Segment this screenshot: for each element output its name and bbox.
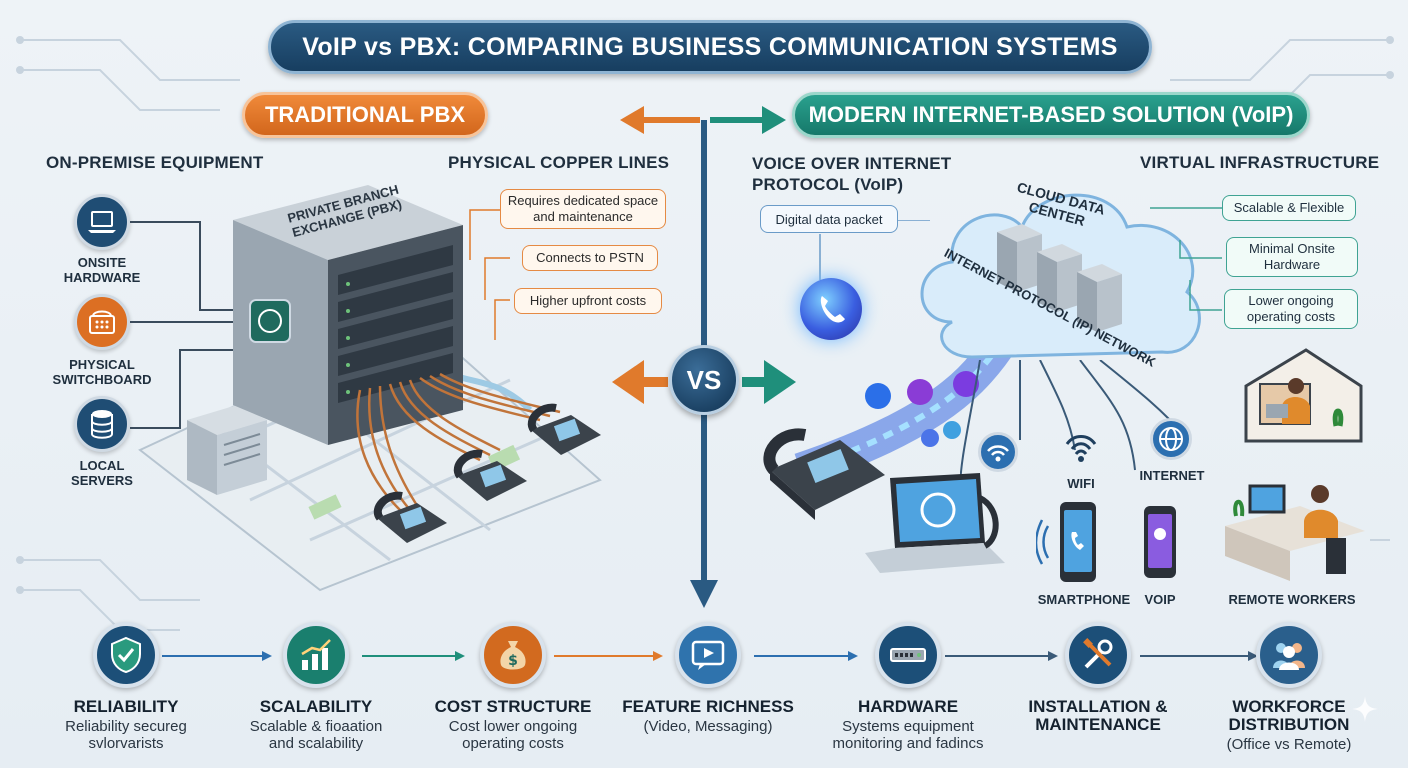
workforce-title: WORKFORCE DISTRIBUTION (1228, 697, 1350, 734)
phone-handset-icon (820, 296, 845, 323)
traditional-pbx-pill: TRADITIONAL PBX (242, 92, 488, 138)
laptop-headset (865, 473, 1005, 573)
hardware-badge (875, 622, 941, 688)
desk-phone-2 (453, 449, 527, 501)
virtual-infrastructure-heading: VIRTUAL INFRASTRUCTURE (1140, 153, 1380, 172)
network-lines (960, 360, 1171, 491)
bottom-item-features: FEATURE RICHNESS (Video, Messaging) (618, 622, 798, 735)
cloud-data-center (920, 193, 1201, 359)
cost-title: COST STRUCTURE (434, 697, 592, 716)
desk-phone-icon (89, 310, 115, 334)
local-servers-item (74, 396, 130, 452)
workforce-badge (1256, 622, 1322, 688)
callout-connectors-left (469, 209, 510, 340)
bottom-flow-arrows (162, 651, 1258, 661)
bottom-item-workforce: WORKFORCE DISTRIBUTION (Office vs Remote… (1208, 622, 1370, 753)
callout-minimal-hardware: Minimal Onsite Hardware (1226, 237, 1358, 277)
on-premise-heading: ON-PREMISE EQUIPMENT (46, 153, 264, 172)
money-bag-icon: $ (500, 641, 526, 670)
bottom-item-installation: INSTALLATION & MAINTENANCE (1016, 622, 1180, 734)
people-icon (1273, 643, 1305, 670)
digital-packet-callout: Digital data packet (760, 205, 898, 233)
hardware-desc: Systems equipment monitoring and fadincs (832, 718, 984, 752)
bottom-item-scalability: SCALABILITY Scalable & fioaation and sca… (236, 622, 396, 752)
local-servers-label: LOCAL SERVERS (71, 458, 133, 488)
database-icon (91, 410, 113, 439)
laptop-icon (88, 211, 116, 233)
home-office-worker (1244, 348, 1363, 443)
features-title: FEATURE RICHNESS (622, 697, 794, 716)
reliability-desc: Reliability secureg svlorvarists (65, 718, 187, 752)
reliability-badge (93, 622, 159, 688)
wifi-icon-area (1064, 428, 1098, 472)
bottom-item-reliability: RELIABILITY Reliability secureg svlorvar… (46, 622, 206, 752)
scalability-desc: Scalable & fioaation and scalability (249, 718, 383, 752)
onsite-hardware-label: ONSITE HARDWARE (63, 255, 141, 285)
remote-worker-desk (1225, 484, 1365, 581)
local-server-tower (187, 405, 267, 495)
callout-pstn: Connects to PSTN (522, 245, 658, 271)
desk-phone-3 (527, 403, 601, 455)
left-connector-lines (130, 221, 240, 429)
reliability-title: RELIABILITY (73, 697, 179, 716)
internet-label: INTERNET (1139, 468, 1205, 483)
features-badge (675, 622, 741, 688)
voip-desk-phone (763, 428, 885, 520)
callout-lower-costs: Lower ongoing operating costs (1224, 289, 1358, 329)
installation-badge (1065, 622, 1131, 688)
voip-solution-pill: MODERN INTERNET-BASED SOLUTION (VoIP) (792, 92, 1310, 138)
voip-heading: VOICE OVER INTERNET PROTOCOL (VoIP) (752, 154, 952, 194)
scalability-title: SCALABILITY (259, 697, 373, 716)
workforce-desc: (Office vs Remote) (1226, 736, 1352, 753)
hardware-device-icon (890, 648, 926, 662)
wifi-icon (1065, 435, 1097, 462)
tools-icon (1083, 638, 1113, 669)
pbx-cabinet (233, 185, 463, 445)
physical-switchboard-item (74, 294, 130, 350)
sparkle-icon (1352, 696, 1378, 722)
copper-lines-heading: PHYSICAL COPPER LINES (448, 153, 670, 172)
smartphone-label: SMARTPHONE (1037, 592, 1131, 607)
callout-dedicated-space: Requires dedicated space and maintenance (500, 189, 666, 229)
hardware-title: HARDWARE (857, 697, 959, 716)
packet-connector (819, 220, 930, 280)
cost-desc: Cost lower ongoing operating costs (448, 718, 578, 752)
physical-switchboard-label: PHYSICAL SWITCHBOARD (52, 357, 152, 387)
desk-phone-1 (373, 491, 447, 543)
voip-phone-device (1144, 506, 1176, 578)
voip-call-orb (800, 278, 862, 340)
callout-connectors-right (1150, 207, 1222, 311)
scalability-badge (283, 622, 349, 688)
bottom-item-cost: $ COST STRUCTURE Cost lower ongoing oper… (428, 622, 598, 752)
wifi-router (978, 432, 1018, 472)
remote-workers-label: REMOTE WORKERS (1228, 592, 1356, 607)
cost-badge: $ (480, 622, 546, 688)
voip-label: VOIP (1144, 592, 1176, 607)
smartphone-device (1036, 502, 1096, 582)
internet-node (1150, 418, 1192, 460)
page-title: VoIP vs PBX: COMPARING BUSINESS COMMUNIC… (268, 20, 1152, 74)
video-message-icon (691, 640, 725, 670)
features-desc: (Video, Messaging) (643, 718, 773, 735)
wifi-label: WIFI (1067, 476, 1095, 491)
callout-upfront-costs: Higher upfront costs (514, 288, 662, 314)
wifi-signal-icon (987, 445, 1009, 462)
svg-text:$: $ (508, 653, 518, 669)
vs-badge: VS (669, 345, 739, 415)
installation-title: INSTALLATION & MAINTENANCE (1028, 697, 1168, 734)
globe-icon (1159, 427, 1183, 451)
bottom-item-hardware: HARDWARE Systems equipment monitoring an… (820, 622, 996, 752)
growth-chart-icon (301, 639, 331, 670)
callout-scalable: Scalable & Flexible (1222, 195, 1356, 221)
shield-check-icon (111, 636, 141, 674)
onsite-hardware-item (74, 194, 130, 250)
